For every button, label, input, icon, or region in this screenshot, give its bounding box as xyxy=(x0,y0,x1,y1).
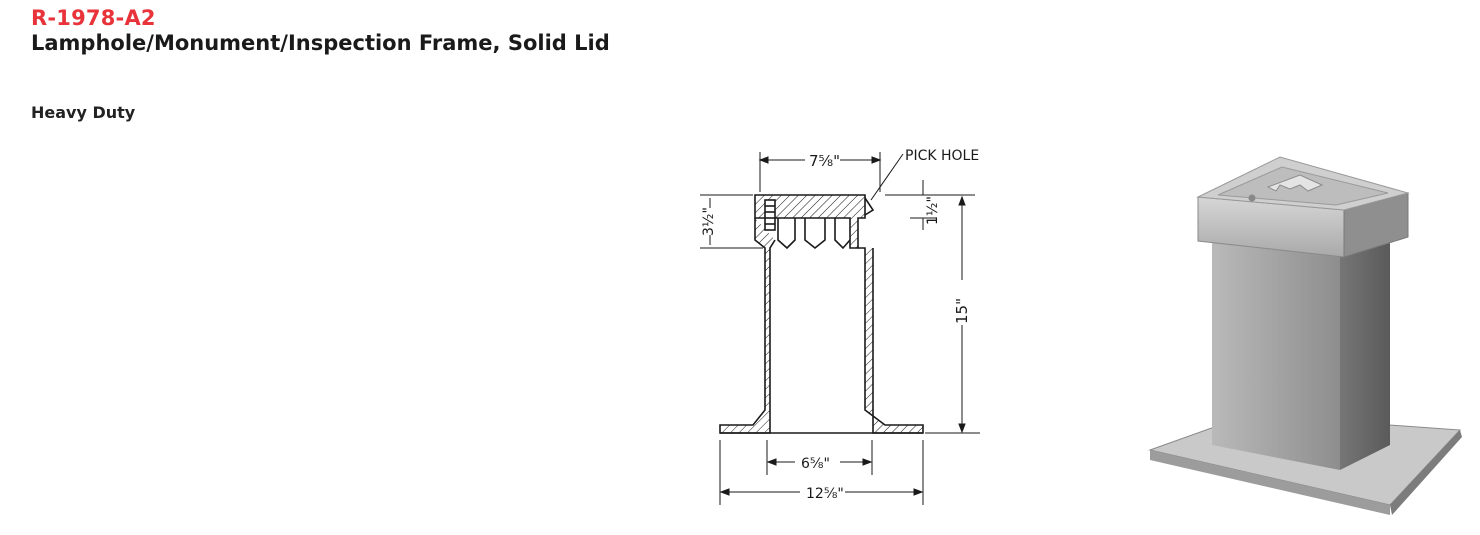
product-title: Lamphole/Monument/Inspection Frame, Soli… xyxy=(31,31,610,55)
logo-mark xyxy=(1266,174,1324,192)
post-side xyxy=(1340,240,1390,470)
product-header: R-1978-A2 Lamphole/Monument/Inspection F… xyxy=(31,6,610,56)
lid-teeth xyxy=(777,218,851,250)
post-front xyxy=(1212,235,1340,470)
bolt xyxy=(764,199,776,231)
product-photo xyxy=(1148,156,1462,515)
base-plate-edge xyxy=(1150,450,1390,515)
left-wall xyxy=(719,218,776,434)
dim-total-height: 15" xyxy=(953,298,971,324)
dim-lid-height: 3½" xyxy=(701,207,717,236)
pick-hole-label: PICK HOLE xyxy=(905,148,979,164)
duty-label: Heavy Duty xyxy=(31,103,136,122)
cross-section-drawing: 7⅝" PICK HOLE 3½" 1½" 15" 6⅝" 12⅝" xyxy=(700,148,980,505)
dim-top-width: 7⅝" xyxy=(809,152,840,170)
right-wall xyxy=(858,247,924,434)
dim-inner-width: 6⅝" xyxy=(801,456,830,472)
model-number: R-1978-A2 xyxy=(31,6,156,30)
dim-lid-depth: 1½" xyxy=(925,196,941,225)
pick-hole xyxy=(1248,194,1256,202)
dim-flange-width: 12⅝" xyxy=(806,486,844,502)
